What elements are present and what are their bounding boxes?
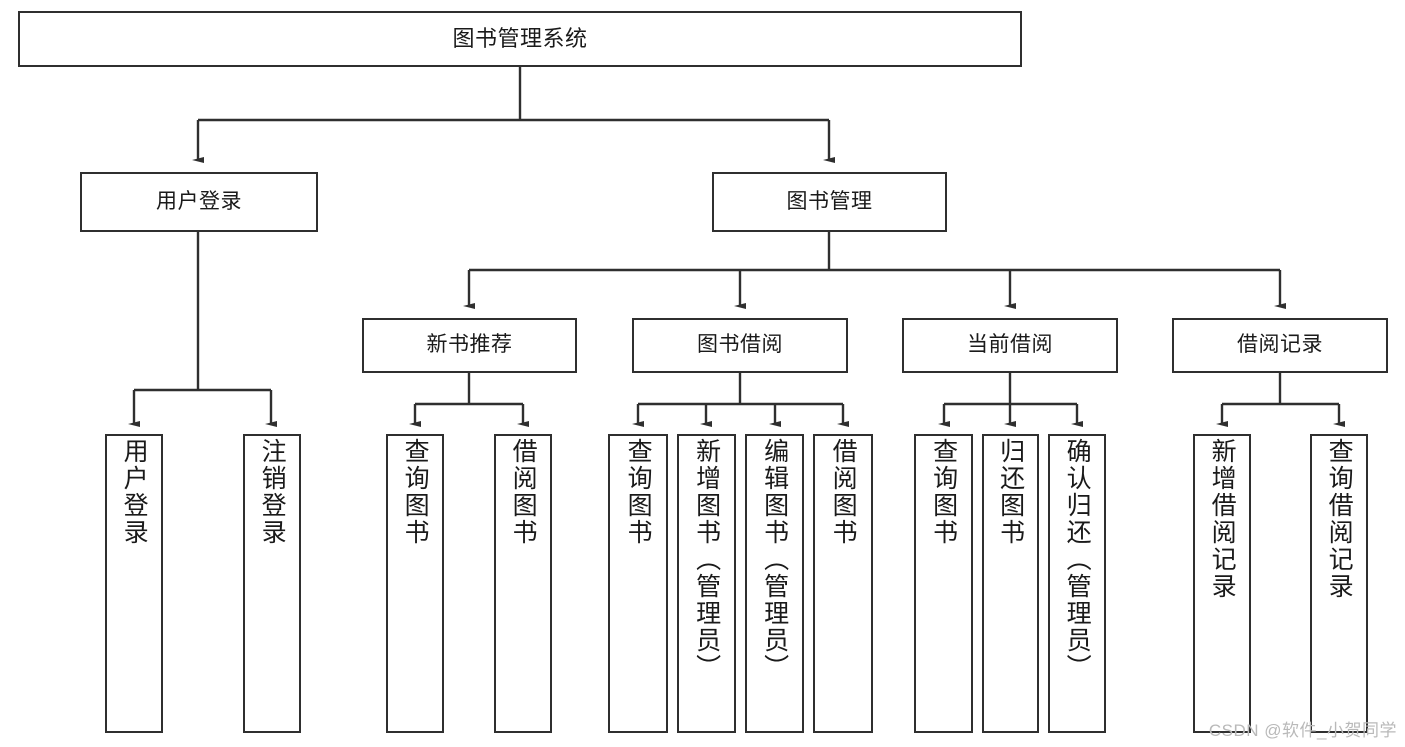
leaf-current-borrow-return[interactable]: 归还图书 xyxy=(982,434,1039,733)
node-current-borrow[interactable]: 当前借阅 xyxy=(902,318,1118,373)
leaf-book-borrow-add[interactable]: 新增图书（管理员） xyxy=(677,434,736,733)
node-label: 借阅图书 xyxy=(829,438,858,546)
node-label: 用户登录 xyxy=(156,189,242,213)
leaf-current-borrow-confirm-return[interactable]: 确认归还（管理员） xyxy=(1048,434,1106,733)
watermark-text: CSDN @软件_小贺同学 xyxy=(1208,721,1397,740)
leaf-user-login-logout[interactable]: 注销登录 xyxy=(243,434,301,733)
node-book-borrow[interactable]: 图书借阅 xyxy=(632,318,848,373)
node-label: 查询借阅记录 xyxy=(1325,438,1354,600)
node-user-login[interactable]: 用户登录 xyxy=(80,172,318,232)
node-label: 注销登录 xyxy=(258,438,287,546)
leaf-current-borrow-query[interactable]: 查询图书 xyxy=(914,434,973,733)
leaf-user-login-login[interactable]: 用户登录 xyxy=(105,434,163,733)
node-label: 借阅图书 xyxy=(509,438,538,546)
node-label: 编辑图书（管理员） xyxy=(760,438,789,681)
leaf-new-book-borrow[interactable]: 借阅图书 xyxy=(494,434,552,733)
leaf-book-borrow-query[interactable]: 查询图书 xyxy=(608,434,668,733)
node-label: 查询图书 xyxy=(624,438,653,546)
node-label: 用户登录 xyxy=(120,438,149,546)
leaf-borrow-record-add[interactable]: 新增借阅记录 xyxy=(1193,434,1251,733)
node-label: 图书管理 xyxy=(786,189,873,213)
leaf-book-borrow-edit[interactable]: 编辑图书（管理员） xyxy=(745,434,804,733)
node-root-system[interactable]: 图书管理系统 xyxy=(18,11,1022,67)
node-label: 借阅记录 xyxy=(1237,333,1323,357)
leaf-borrow-record-query[interactable]: 查询借阅记录 xyxy=(1310,434,1368,733)
node-label: 当前借阅 xyxy=(967,333,1053,357)
node-label: 新书推荐 xyxy=(426,333,513,357)
node-label: 查询图书 xyxy=(929,438,958,546)
node-label: 图书借阅 xyxy=(697,333,783,357)
node-label: 查询图书 xyxy=(401,438,430,546)
node-book-management[interactable]: 图书管理 xyxy=(712,172,947,232)
leaf-new-book-query[interactable]: 查询图书 xyxy=(386,434,444,733)
node-borrow-record[interactable]: 借阅记录 xyxy=(1172,318,1388,373)
node-label: 图书管理系统 xyxy=(452,26,588,52)
node-label: 新增图书（管理员） xyxy=(692,438,721,681)
node-label: 确认归还（管理员） xyxy=(1063,438,1092,681)
node-label: 归还图书 xyxy=(996,438,1025,546)
node-label: 新增借阅记录 xyxy=(1208,438,1237,600)
node-new-book-recommend[interactable]: 新书推荐 xyxy=(362,318,577,373)
leaf-book-borrow-borrow[interactable]: 借阅图书 xyxy=(813,434,873,733)
